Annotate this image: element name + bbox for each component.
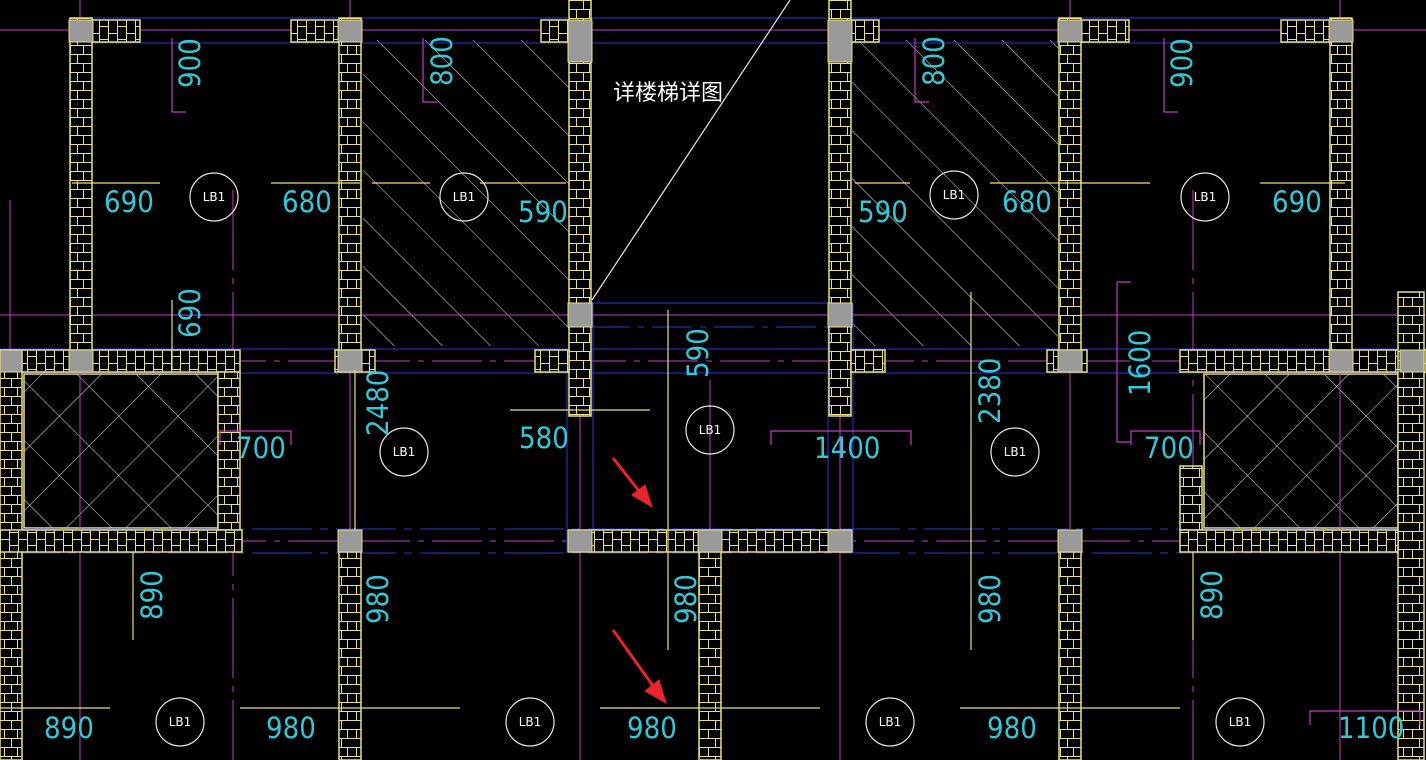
dimension-text: 690 [173, 288, 207, 338]
slab-label: LB1 [393, 445, 416, 459]
columns [0, 19, 1425, 553]
slab-label: LB1 [699, 423, 722, 437]
hatch-stair-left [363, 40, 569, 346]
slab-label: LB1 [519, 715, 542, 729]
annotation-arrows [611, 457, 667, 705]
hatch-void-right [1203, 373, 1399, 529]
dimension-text: 590 [681, 328, 715, 378]
hatch-void-left [23, 373, 219, 529]
slab-label: LB1 [943, 188, 966, 202]
dimension-text: 890 [44, 711, 94, 745]
dimension-text: 980 [669, 574, 703, 624]
slab-label: LB1 [203, 190, 226, 204]
dimension-text: 680 [282, 185, 332, 219]
dimension-text: 980 [987, 711, 1037, 745]
dimension-text: 2380 [973, 358, 1007, 424]
dimension-text: 2480 [361, 370, 395, 436]
slab-label: LB1 [169, 715, 192, 729]
red-arrow-icon [611, 629, 667, 705]
dimension-text: 1100 [1338, 711, 1404, 745]
dimension-text: 680 [1002, 185, 1052, 219]
dimension-text: 1600 [1123, 330, 1157, 396]
hatch-areas [23, 40, 1399, 529]
dimension-text: 1400 [814, 431, 880, 465]
dimension-text: 580 [519, 421, 569, 455]
dimension-text: 800 [425, 36, 459, 86]
slab-label: LB1 [1194, 190, 1217, 204]
dimension-text: 590 [518, 195, 568, 229]
dimension-text: 700 [1144, 431, 1194, 465]
dimension-text: 900 [1165, 38, 1199, 88]
slab-labels: LB1 LB1 LB1 LB1 LB1 LB1 LB1 LB1 LB1 LB1 … [169, 188, 1252, 729]
dimension-text: 690 [1272, 185, 1322, 219]
dimension-text: 890 [135, 570, 169, 620]
dimension-text-vertical: 900 800 800 900 690 590 2480 2380 1600 8… [135, 36, 1229, 624]
dimension-text: 590 [858, 195, 908, 229]
slab-label-circles [155, 170, 1265, 747]
slab-label: LB1 [453, 190, 476, 204]
hatch-stair-right [852, 40, 1058, 346]
stair-detail-note: 详楼梯详图 [613, 81, 723, 106]
dimension-text: 900 [173, 38, 207, 88]
slab-label: LB1 [1229, 715, 1252, 729]
dimension-brackets [171, 38, 1421, 725]
slab-label: LB1 [879, 715, 902, 729]
dimension-text: 980 [627, 711, 677, 745]
dimension-text: 700 [236, 431, 286, 465]
dimension-text-horizontal: 690 680 590 590 680 690 700 580 1400 700… [44, 185, 1404, 745]
rebar-lines [0, 0, 1345, 709]
slab-label: LB1 [1004, 445, 1027, 459]
dimension-text: 980 [266, 711, 316, 745]
dimension-text: 980 [973, 574, 1007, 624]
dimension-text: 690 [104, 185, 154, 219]
red-arrow-icon [611, 457, 653, 509]
dimension-text: 890 [1195, 570, 1229, 620]
dimension-text: 980 [361, 574, 395, 624]
dimension-text: 800 [917, 36, 951, 86]
